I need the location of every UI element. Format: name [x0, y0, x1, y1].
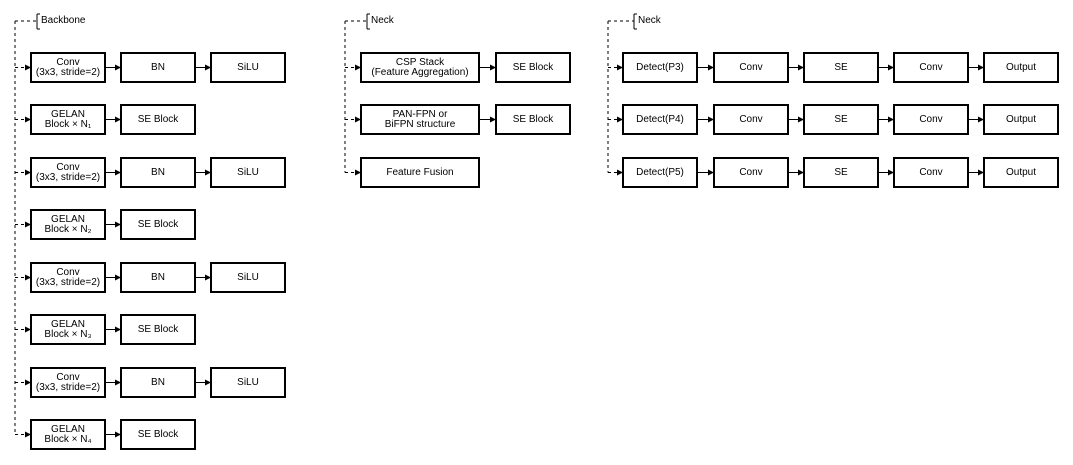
block-label: Conv [56, 266, 80, 278]
block-label: BiFPN structure [384, 118, 456, 130]
block-label: Conv [56, 371, 80, 383]
block-label: SE Block [137, 218, 179, 230]
block-label: SiLU [237, 271, 259, 283]
block-se-block: SE Block [120, 104, 196, 135]
block-conv: Conv [893, 157, 969, 188]
block-conv-3x3-stride-2: Conv(3x3, stride=2) [30, 52, 106, 83]
block-label: BN [151, 166, 165, 178]
block-label: Output [1005, 61, 1037, 73]
block-label: Conv [56, 161, 80, 173]
block-label: CSP Stack [395, 56, 445, 68]
block-label: Detect(P4) [636, 113, 684, 125]
block-label: Detect(P3) [636, 61, 684, 73]
block-label: Conv [56, 56, 80, 68]
section-label-neck: Neck [638, 15, 661, 26]
block-conv-3x3-stride-2: Conv(3x3, stride=2) [30, 262, 106, 293]
block-label: Conv [739, 113, 763, 125]
block-label: GELAN [51, 108, 85, 120]
block-label: BN [151, 61, 165, 73]
block-label: SE Block [137, 323, 179, 335]
block-label: SE [834, 113, 848, 125]
block-feature-fusion: Feature Fusion [360, 157, 480, 188]
block-label: SE [834, 166, 848, 178]
block-se-block: SE Block [120, 314, 196, 345]
block-label: Output [1005, 113, 1037, 125]
block-silu: SiLU [210, 367, 286, 398]
block-label: SiLU [237, 376, 259, 388]
block-label: SE Block [512, 61, 554, 73]
block-label: PAN-FPN or [392, 108, 448, 120]
block-label: SiLU [237, 61, 259, 73]
block-label: BN [151, 376, 165, 388]
block-label: Detect(P5) [636, 166, 684, 178]
block-se: SE [803, 157, 879, 188]
block-label: (Feature Aggregation) [371, 66, 469, 78]
block-se: SE [803, 52, 879, 83]
block-label: (3x3, stride=2) [35, 171, 101, 183]
block-bn: BN [120, 262, 196, 293]
block-bn: BN [120, 52, 196, 83]
block-bn: BN [120, 157, 196, 188]
block-se-block: SE Block [495, 52, 571, 83]
block-label: GELAN [51, 423, 85, 435]
block-label: Block × N₁ [44, 118, 92, 130]
block-se-block: SE Block [120, 209, 196, 240]
block-se: SE [803, 104, 879, 135]
block-conv: Conv [893, 52, 969, 83]
block-label: Conv [919, 61, 943, 73]
block-detect-p5: Detect(P5) [622, 157, 698, 188]
block-output: Output [983, 52, 1059, 83]
block-label: (3x3, stride=2) [35, 381, 101, 393]
block-label: GELAN [51, 318, 85, 330]
block-conv: Conv [893, 104, 969, 135]
block-conv: Conv [713, 104, 789, 135]
block-detect-p3: Detect(P3) [622, 52, 698, 83]
block-se-block: SE Block [120, 419, 196, 450]
block-se-block: SE Block [495, 104, 571, 135]
section-label-backbone: Backbone [41, 15, 86, 26]
block-conv-3x3-stride-2: Conv(3x3, stride=2) [30, 367, 106, 398]
block-output: Output [983, 104, 1059, 135]
block-label: Output [1005, 166, 1037, 178]
block-label: Block × N₂ [44, 223, 92, 235]
block-label: SE Block [137, 428, 179, 440]
block-label: Block × N₄ [44, 433, 92, 445]
block-silu: SiLU [210, 52, 286, 83]
block-label: SE Block [512, 113, 554, 125]
block-label: SE [834, 61, 848, 73]
block-label: Feature Fusion [386, 166, 454, 178]
block-label: BN [151, 271, 165, 283]
block-bn: BN [120, 367, 196, 398]
block-label: (3x3, stride=2) [35, 276, 101, 288]
block-label: (3x3, stride=2) [35, 66, 101, 78]
block-conv: Conv [713, 157, 789, 188]
block-label: SiLU [237, 166, 259, 178]
block-label: Conv [919, 113, 943, 125]
block-conv-3x3-stride-2: Conv(3x3, stride=2) [30, 157, 106, 188]
block-label: Conv [739, 61, 763, 73]
block-csp-stack-feature-aggregation: CSP Stack(Feature Aggregation) [360, 52, 480, 83]
block-label: SE Block [137, 113, 179, 125]
section-label-neck: Neck [371, 15, 394, 26]
block-label: GELAN [51, 213, 85, 225]
block-conv: Conv [713, 52, 789, 83]
block-label: Block × N₃ [44, 328, 92, 340]
block-detect-p4: Detect(P4) [622, 104, 698, 135]
block-label: Conv [739, 166, 763, 178]
block-silu: SiLU [210, 157, 286, 188]
block-output: Output [983, 157, 1059, 188]
block-silu: SiLU [210, 262, 286, 293]
block-label: Conv [919, 166, 943, 178]
